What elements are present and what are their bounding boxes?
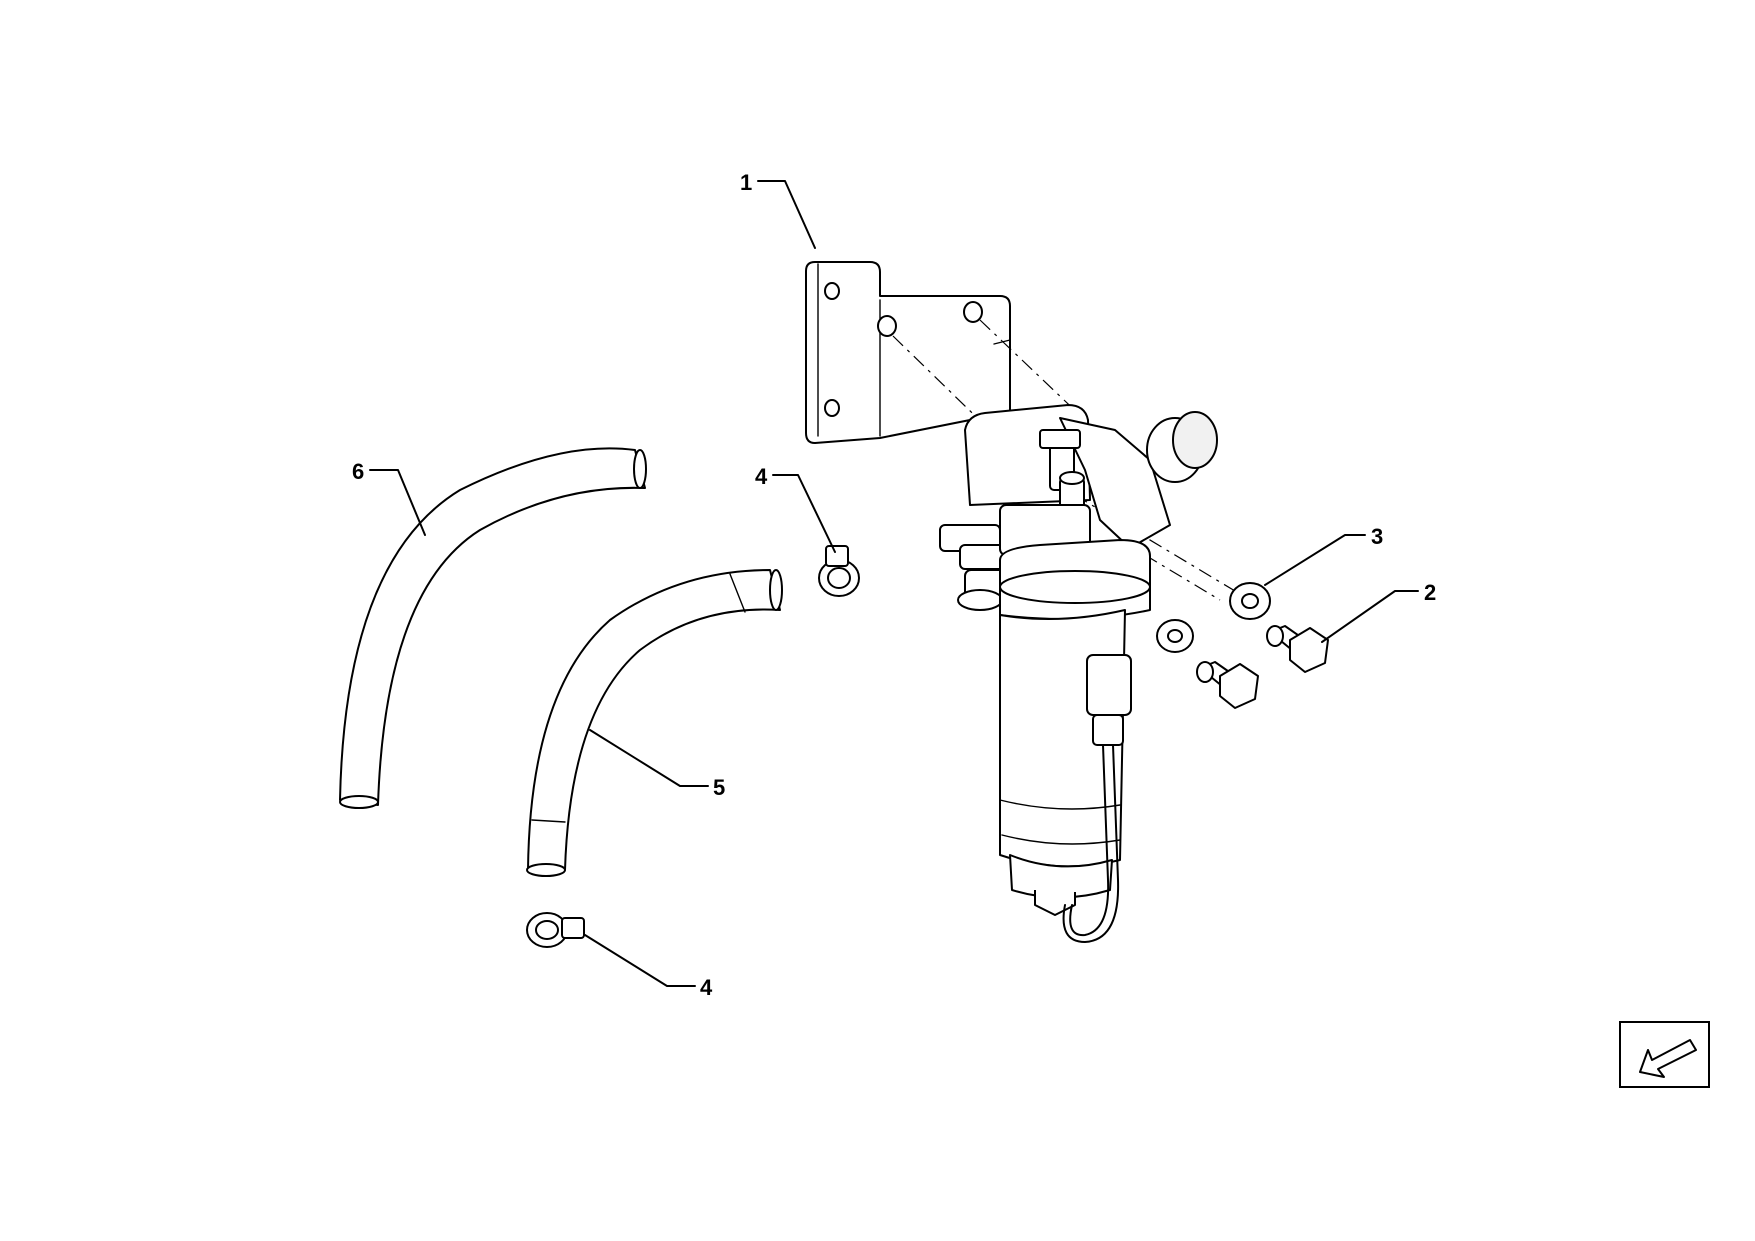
- bolt-right: [1266, 625, 1329, 673]
- hose-clamp-lower: [526, 912, 585, 948]
- washer-right: [1229, 582, 1271, 620]
- callout-hose-short: 5: [713, 775, 725, 800]
- callout-clamp-lower: 4: [700, 975, 713, 1000]
- fuel-filter-assembly: [939, 404, 1218, 943]
- direction-arrow-icon: [1619, 1021, 1710, 1088]
- callout-clamp-upper: 4: [755, 464, 768, 489]
- mounting-bracket: [805, 261, 1011, 444]
- callout-hose-long: 6: [352, 459, 364, 484]
- washer-left: [1156, 619, 1194, 653]
- hose-long: [339, 447, 647, 809]
- leader-lines: [369, 180, 1419, 987]
- hose-clamp-upper: [818, 545, 860, 597]
- hose-short: [526, 569, 783, 877]
- callout-washer: 3: [1371, 524, 1383, 549]
- callout-bracket: 1: [740, 170, 752, 195]
- bolt-left: [1196, 661, 1259, 709]
- callout-bolt: 2: [1424, 580, 1436, 605]
- callout-labels: 1 2 3 4 4 5 6: [352, 170, 1436, 1000]
